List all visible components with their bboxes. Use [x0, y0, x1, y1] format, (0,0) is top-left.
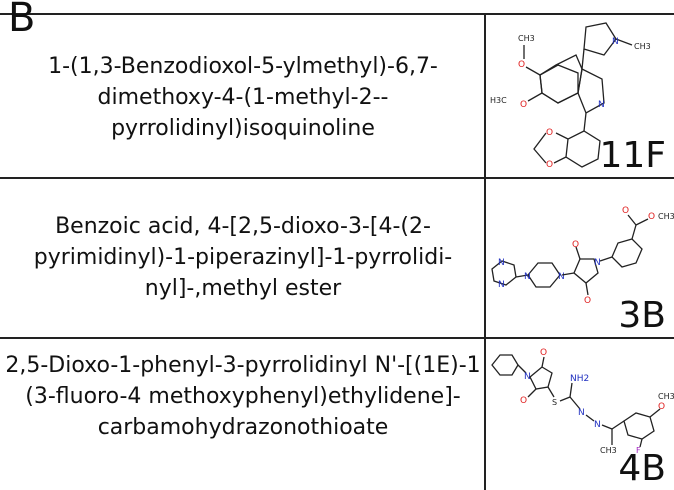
svg-text:O: O — [572, 240, 579, 250]
column-divider — [484, 13, 486, 490]
svg-text:N: N — [612, 37, 619, 47]
svg-text:NH2: NH2 — [570, 374, 589, 384]
svg-text:N: N — [524, 372, 531, 382]
svg-text:F: F — [636, 446, 641, 455]
structure-cell-2: N N N N O O N O O CH3 3B — [486, 179, 674, 337]
svg-text:N: N — [594, 420, 601, 430]
compound-name-2: Benzoic acid, 4-[2,5-dioxo-3-[4-(2- pyri… — [4, 194, 482, 320]
svg-text:N: N — [598, 100, 605, 110]
structure-drawing-1: N CH3 N O CH3 O H3C O O — [490, 22, 651, 170]
name-line: carbamohydrazonothioate — [97, 414, 389, 440]
svg-text:N: N — [558, 272, 565, 282]
row-divider-1 — [0, 177, 674, 179]
structure-cell-1: N CH3 N O CH3 O H3C O O 11F — [486, 15, 674, 177]
table-border-top — [0, 13, 674, 15]
row-divider-2 — [0, 337, 674, 339]
compound-code-1: 11F — [599, 135, 666, 176]
svg-text:N: N — [498, 258, 505, 268]
svg-text:N: N — [498, 280, 505, 290]
svg-text:S: S — [552, 398, 557, 407]
structure-cell-3: N O O S NH2 N N CH3 O CH3 F — [486, 339, 674, 490]
name-line: pyrimidinyl)-1-piperazinyl]-1-pyrrolidi- — [33, 244, 453, 270]
name-line: pyrrolidinyl)isoquinoline — [111, 115, 375, 141]
name-line: (3-fluoro-4 methoxyphenyl)ethylidene]- — [25, 383, 461, 409]
svg-text:N: N — [594, 258, 601, 268]
svg-text:CH3: CH3 — [658, 212, 674, 221]
svg-text:CH3: CH3 — [600, 446, 617, 455]
name-line: Benzoic acid, 4-[2,5-dioxo-3-[4-(2- — [55, 213, 431, 239]
panel-label: B — [8, 0, 36, 41]
svg-text:H3C: H3C — [490, 96, 507, 105]
compound-name-1: 1-(1,3-Benzodioxol-5-ylmethyl)-6,7- dime… — [4, 34, 482, 160]
svg-text:CH3: CH3 — [518, 34, 535, 43]
name-line: 2,5-Dioxo-1-phenyl-3-pyrrolidinyl N'-[(1… — [5, 352, 481, 378]
name-line: 1-(1,3-Benzodioxol-5-ylmethyl)-6,7- — [48, 53, 438, 79]
svg-text:O: O — [540, 348, 547, 358]
svg-text:N: N — [524, 272, 531, 282]
svg-text:O: O — [546, 128, 553, 138]
compound-code-3: 4B — [618, 448, 666, 489]
svg-text:N: N — [578, 408, 585, 418]
svg-text:O: O — [518, 60, 525, 70]
name-line: nyl]-,methyl ester — [144, 275, 342, 301]
svg-text:O: O — [658, 402, 665, 412]
svg-text:CH3: CH3 — [658, 392, 674, 401]
svg-text:O: O — [622, 206, 629, 216]
svg-text:O: O — [584, 296, 591, 306]
structure-drawing-3: N O O S NH2 N N CH3 O CH3 F — [491, 348, 674, 455]
compound-name-3: 2,5-Dioxo-1-phenyl-3-pyrrolidinyl N'-[(1… — [4, 346, 482, 446]
svg-text:O: O — [520, 100, 527, 110]
structure-drawing-2: N N N N O O N O O CH3 — [491, 206, 674, 306]
svg-text:O: O — [546, 160, 553, 170]
compound-code-2: 3B — [618, 295, 666, 336]
svg-text:O: O — [520, 396, 527, 406]
svg-text:O: O — [648, 212, 655, 222]
svg-text:CH3: CH3 — [634, 42, 651, 51]
name-line: dimethoxy-4-(1-methyl-2-- — [97, 84, 389, 110]
